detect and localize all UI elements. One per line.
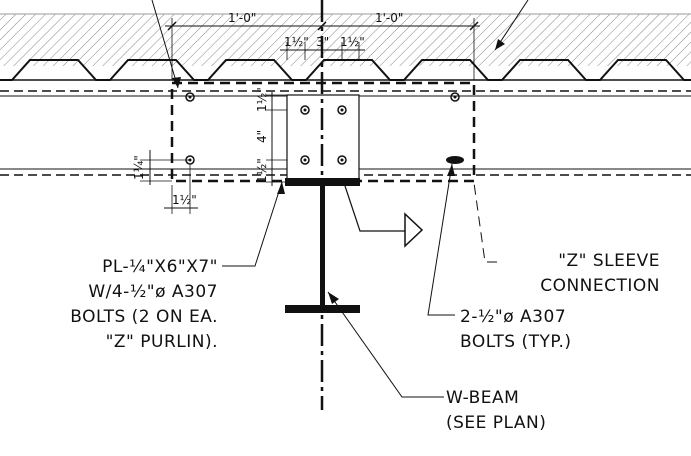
beam-note: W-BEAM (SEE PLAN) [446,388,546,433]
dim-vert-bot-text: 1½" [255,158,269,183]
roof-deck-hatch [0,14,691,66]
plate-note-line-1: PL-¼"X6"X7" [102,257,218,277]
sleeve-bolt-bottom-right [446,156,464,164]
plate-note-line-3: BOLTS (2 ON EA. [70,307,218,327]
beam-note-line-1: W-BEAM [446,388,519,408]
beam-note-leader [327,291,444,398]
arrowhead-icon [495,39,505,50]
arrowhead-icon [277,182,285,194]
plate-bolt-3 [300,155,310,165]
bolts-note-leader [427,163,455,316]
sleeve-bolt-top-right [450,92,460,102]
dim-tick [167,21,177,31]
sleeve-note-line-2: CONNECTION [540,276,660,296]
sleeve-note-line-1: "Z" SLEEVE [558,251,660,271]
dim-bottom-text: 1½" [172,193,197,207]
arrowhead-icon [328,292,339,304]
sleeve-bolt-top-left [185,92,195,102]
bolts-note-line-1: 2-½"ø A307 [460,307,566,327]
plate-bolt-1 [300,105,310,115]
plate-note: PL-¼"X6"X7" W/4-½"ø A307 BOLTS (2 ON EA.… [70,257,218,352]
dim-tick [317,21,327,31]
sleeve-note-leader [473,182,497,263]
dim-tick [469,21,479,31]
plate-note-line-2: W/4-½"ø A307 [88,282,218,302]
arrowhead-icon [447,164,455,176]
bolts-note-line-2: BOLTS (TYP.) [460,332,572,352]
plate-bolt-2 [337,105,347,115]
dim-top-left-text: 1'-0" [228,11,256,25]
weld-symbol-icon [404,212,424,248]
plate-bolt-4 [337,155,347,165]
weld-leader [344,185,405,232]
beam-note-line-2: (SEE PLAN) [446,413,546,433]
dim-top-right-text: 1'-0" [375,11,403,25]
dim-small-right-text: 1½" [340,35,365,49]
dim-vert-mid-text: 4" [255,130,269,143]
bolts-note: 2-½"ø A307 BOLTS (TYP.) [460,307,572,352]
plate-note-leader [222,181,283,267]
sleeve-note: "Z" SLEEVE CONNECTION [540,251,660,296]
dim-vert-top-text: 1½" [255,87,269,112]
leader-top-left [151,0,179,89]
plate-note-line-4: "Z" PURLIN). [106,332,218,352]
dim-small-left-text: 1½" [284,35,309,49]
dim-small-mid-text: 3" [316,35,329,49]
dim-left-vert-text: 1¼" [132,155,146,180]
arrowhead-icon [172,77,181,88]
